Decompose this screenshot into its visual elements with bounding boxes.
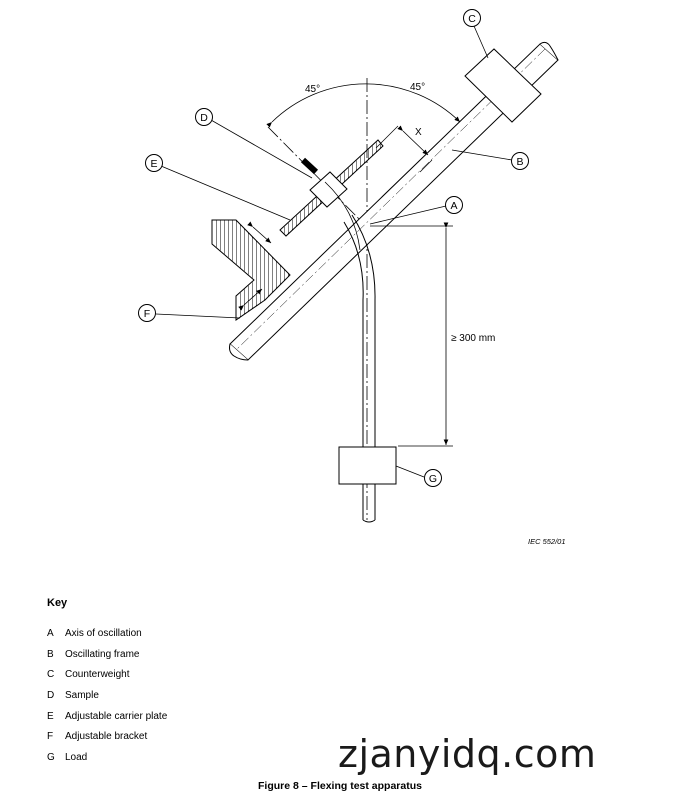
key-item-text: Sample bbox=[65, 689, 99, 701]
callout-e-label: E bbox=[150, 158, 157, 170]
key-item: D Sample bbox=[47, 685, 167, 706]
key-item-text: Adjustable carrier plate bbox=[65, 710, 168, 722]
key-item-text: Load bbox=[65, 751, 88, 763]
callout-b-label: B bbox=[516, 156, 523, 168]
key-item-text: Counterweight bbox=[65, 669, 130, 681]
plate-gap-arrow bbox=[247, 221, 272, 244]
key-item: B Oscillating frame bbox=[47, 644, 167, 665]
oscillating-frame bbox=[229, 41, 559, 361]
sample-cable bbox=[351, 214, 376, 520]
sample-clamp-stub bbox=[300, 157, 319, 175]
angle-left-label: 45° bbox=[305, 84, 320, 95]
watermark: zjanyidq.com bbox=[338, 732, 597, 776]
angle-arc bbox=[266, 83, 461, 128]
key-item-letter: G bbox=[47, 751, 55, 763]
figure-caption: Figure 8 – Flexing test apparatus bbox=[258, 780, 422, 792]
x-extension-1 bbox=[375, 125, 399, 149]
callout-a-label: A bbox=[450, 200, 457, 212]
key-item-letter: E bbox=[47, 710, 54, 722]
key-item: F Adjustable bracket bbox=[47, 726, 167, 747]
callout-d: D bbox=[195, 108, 313, 179]
sample-cable-end bbox=[362, 519, 376, 523]
counterweight bbox=[464, 48, 542, 123]
callout-f: F bbox=[138, 304, 241, 322]
key-item: G Load bbox=[47, 747, 167, 768]
dim-height-label: ≥ 300 mm bbox=[451, 333, 495, 344]
key-item-text: Oscillating frame bbox=[65, 648, 140, 660]
callout-b: B bbox=[451, 149, 529, 170]
key-item-letter: B bbox=[47, 648, 54, 660]
key-item: A Axis of oscillation bbox=[47, 623, 167, 644]
callout-a: A bbox=[369, 196, 463, 225]
callout-f-label: F bbox=[144, 308, 150, 320]
callout-c-label: C bbox=[468, 13, 476, 25]
sample-cable-edge bbox=[343, 221, 364, 520]
load-block bbox=[338, 446, 397, 485]
iec-reference: IEC 552/01 bbox=[528, 537, 566, 546]
sample-clamp bbox=[309, 171, 348, 208]
key-item-letter: C bbox=[47, 669, 55, 681]
callout-c: C bbox=[463, 9, 489, 59]
key-item: E Adjustable carrier plate bbox=[47, 706, 167, 727]
callout-e: E bbox=[145, 154, 291, 221]
dim-x-label: X bbox=[415, 127, 422, 138]
key-item-letter: A bbox=[47, 627, 54, 639]
swing-arc bbox=[324, 181, 361, 251]
callout-g-label: G bbox=[429, 473, 437, 485]
callout-g: G bbox=[395, 465, 442, 487]
key-item: C Counterweight bbox=[47, 664, 167, 685]
key-item-text: Adjustable bracket bbox=[65, 731, 148, 743]
x-extension-2 bbox=[419, 159, 433, 173]
left-angle-line bbox=[267, 126, 368, 228]
key-item-letter: F bbox=[47, 731, 54, 743]
angle-right-label: 45° bbox=[410, 82, 425, 93]
callout-d-label: D bbox=[200, 112, 208, 124]
bracket-gap-arrow bbox=[238, 288, 263, 311]
x-dimension-line bbox=[397, 125, 429, 156]
flexing-test-apparatus-diagram: 45° 45° X ≥ 300 mm A bbox=[138, 9, 566, 546]
key-item-text: Axis of oscillation bbox=[65, 627, 142, 639]
key-item-letter: D bbox=[47, 689, 55, 701]
key-title: Key bbox=[47, 597, 68, 609]
